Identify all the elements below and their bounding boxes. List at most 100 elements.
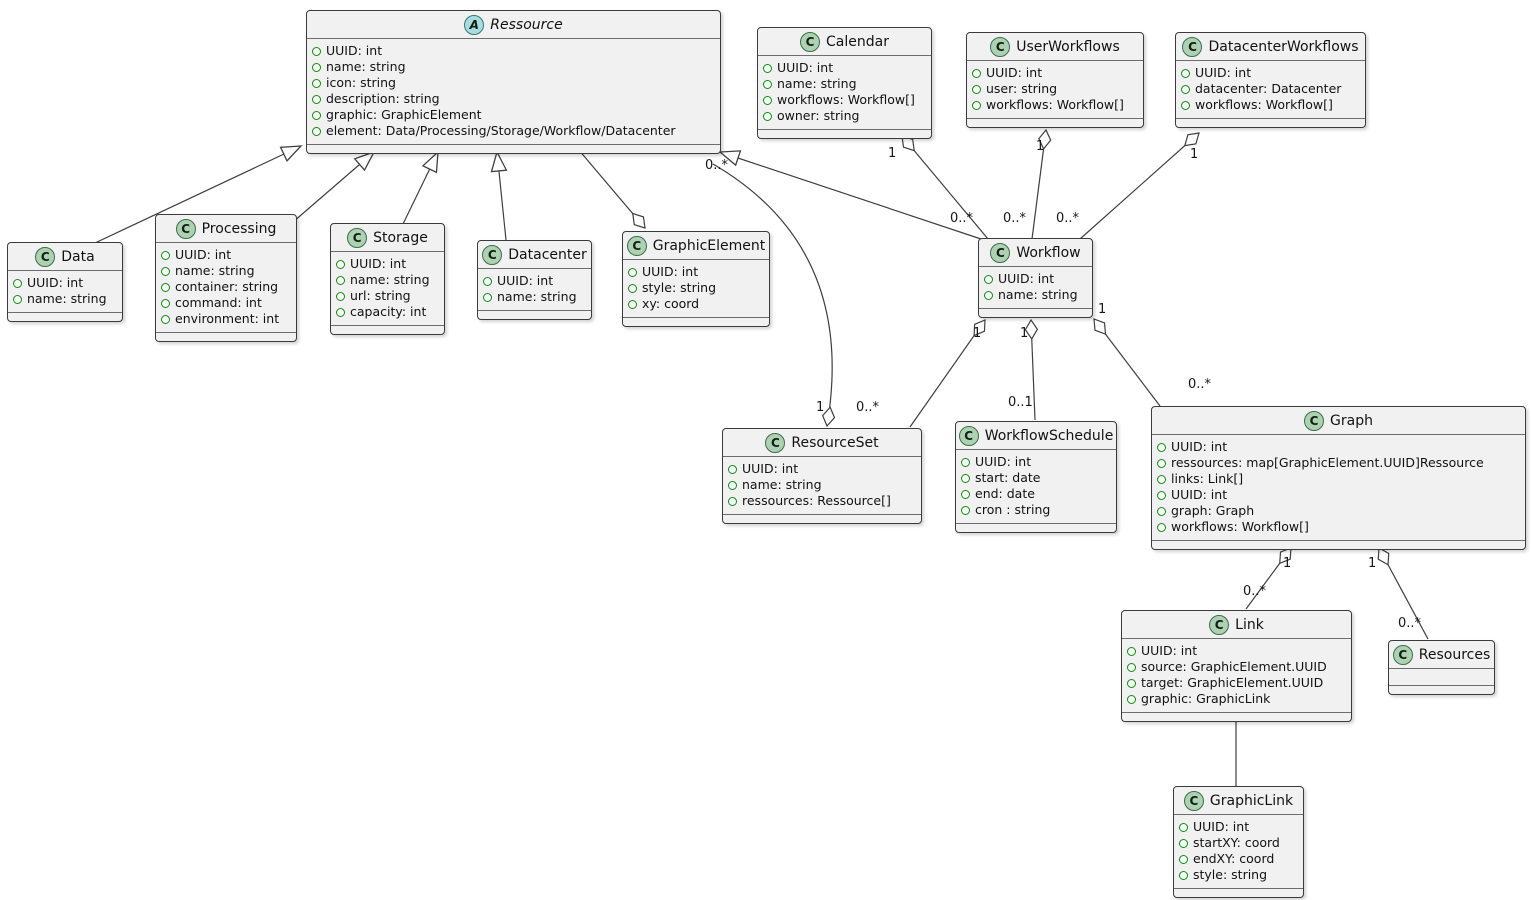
edge-resourceset-ressource-aggregation	[712, 163, 836, 428]
attribute-text: url: string	[350, 288, 411, 303]
methods-section	[331, 325, 444, 334]
field-visibility-icon	[1179, 854, 1188, 864]
edge-workflow-resourceset-aggregation	[909, 319, 986, 428]
class-title: C Storage	[331, 224, 444, 252]
class-name: Workflow	[1016, 245, 1081, 261]
class-icon: C	[1182, 37, 1203, 57]
attribute-text: graphic: GraphicLink	[1141, 691, 1271, 706]
attribute-text: UUID: int	[1141, 643, 1198, 658]
field-visibility-icon	[336, 259, 345, 269]
attribute-text: style: string	[642, 280, 717, 295]
attribute: workflows: Workflow[]	[1181, 97, 1358, 113]
field-visibility-icon	[312, 94, 321, 104]
class-icon: C	[626, 236, 647, 256]
attribute: UUID: int	[1157, 439, 1518, 455]
class-name: Data	[61, 249, 95, 265]
class-title: C GraphicElement	[623, 232, 769, 260]
attribute-text: UUID: int	[27, 275, 84, 290]
field-visibility-icon	[763, 63, 772, 73]
class-icon: C	[482, 245, 503, 265]
edge-processing-inherits-ressource	[292, 150, 376, 223]
attribute-text: workflows: Workflow[]	[1171, 519, 1309, 534]
class-name: GraphicLink	[1209, 793, 1294, 809]
field-visibility-icon	[628, 283, 637, 293]
field-visibility-icon	[336, 275, 345, 285]
attribute: datacenter: Datacenter	[1181, 81, 1358, 97]
attribute: name: string	[984, 287, 1085, 303]
field-visibility-icon	[312, 46, 321, 56]
class-title: C Workflow	[979, 239, 1092, 267]
field-visibility-icon	[1179, 838, 1188, 848]
edge-workflow-graph-aggregation	[1093, 318, 1161, 407]
edge-calendar-workflow-aggregation	[901, 135, 989, 240]
edge-data-inherits-ressource	[94, 145, 303, 244]
edge-userworkflows-workflow-aggregation	[1031, 128, 1052, 240]
attribute: owner: string	[763, 108, 924, 124]
multiplicity-label: 1	[816, 400, 825, 415]
attribute: name: string	[13, 291, 115, 307]
attribute-text: startXY: coord	[1193, 835, 1280, 850]
attribute-text: description: string	[326, 91, 440, 106]
attribute-text: UUID: int	[1171, 439, 1228, 454]
attribute-text: name: string	[175, 263, 255, 278]
attribute-text: ressources: Ressource[]	[742, 493, 891, 508]
class-icon: C	[1209, 615, 1230, 635]
attribute: UUID: int	[961, 454, 1109, 470]
attribute: endXY: coord	[1179, 851, 1296, 867]
attribute-text: UUID: int	[975, 454, 1032, 469]
class-title: C DatacenterWorkflows	[1176, 33, 1365, 61]
attribute-text: graph: Graph	[1171, 503, 1255, 518]
attribute-text: links: Link[]	[1171, 471, 1244, 486]
methods-section	[156, 332, 296, 341]
attribute: graphic: GraphicLink	[1127, 691, 1344, 707]
multiplicity-label: 1	[973, 326, 982, 341]
multiplicity-label: 0..*	[950, 211, 974, 226]
attribute-text: UUID: int	[175, 247, 232, 262]
methods-section	[967, 118, 1143, 127]
field-visibility-icon	[312, 126, 321, 136]
attribute: name: string	[728, 477, 914, 493]
edge-datacenterworkflows-workflow-aggregation	[1079, 132, 1200, 240]
attribute-text: owner: string	[777, 108, 860, 123]
field-visibility-icon	[161, 250, 170, 260]
attribute: startXY: coord	[1179, 835, 1296, 851]
attribute-text: source: GraphicElement.UUID	[1141, 659, 1327, 674]
attribute: UUID: int	[728, 461, 914, 477]
field-visibility-icon	[984, 274, 993, 284]
attribute: UUID: int	[972, 65, 1136, 81]
attribute: source: GraphicElement.UUID	[1127, 659, 1344, 675]
class-title: C Data	[8, 243, 122, 271]
class-icon: C	[1304, 411, 1325, 431]
methods-section	[1152, 540, 1525, 549]
multiplicity-label: 0..1	[1008, 395, 1033, 410]
edge-workflow-workflowschedule-aggregation	[1024, 318, 1039, 421]
class-name: DatacenterWorkflows	[1208, 39, 1359, 55]
attribute-text: target: GraphicElement.UUID	[1141, 675, 1324, 690]
multiplicity-label: 0..*	[1398, 616, 1422, 631]
attribute-text: environment: int	[175, 311, 280, 326]
attribute: UUID: int	[336, 256, 437, 272]
attribute: workflows: Workflow[]	[1157, 519, 1518, 535]
multiplicity-label: 0..*	[1003, 211, 1027, 226]
class-name: Processing	[201, 221, 277, 237]
field-visibility-icon	[763, 111, 772, 121]
class-title: C UserWorkflows	[967, 33, 1143, 61]
attribute: xy: coord	[628, 296, 762, 312]
attribute-text: cron : string	[975, 502, 1051, 517]
edge-workflow-inherits-ressource	[718, 150, 985, 241]
field-visibility-icon	[336, 307, 345, 317]
